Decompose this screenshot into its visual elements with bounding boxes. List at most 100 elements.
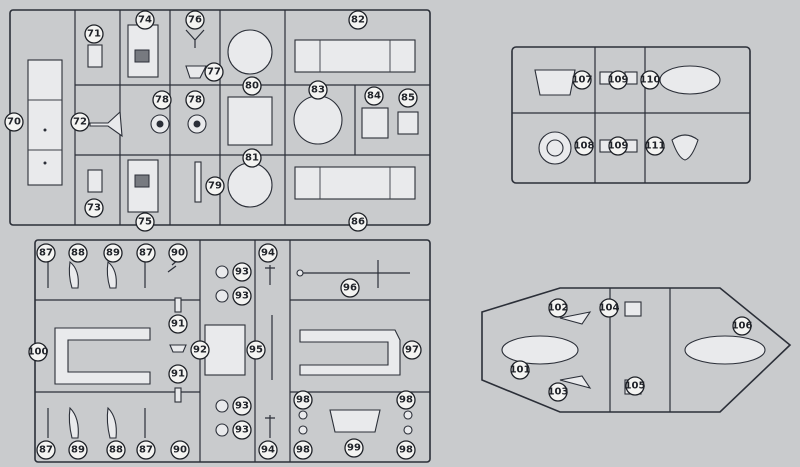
callout-circle: [135, 212, 155, 232]
callout-circle: [232, 286, 252, 306]
callout-number: 87: [39, 248, 53, 259]
callout-circle: [293, 440, 313, 460]
part-callout-p99: 99: [344, 438, 364, 458]
callout-number: 109: [608, 141, 629, 152]
callout-number: 109: [608, 75, 629, 86]
part-callout-p105: 105: [625, 376, 646, 396]
callout-circle: [106, 440, 126, 460]
callout-number: 106: [732, 321, 753, 332]
callout-circle: [36, 243, 56, 263]
callout-number: 100: [28, 347, 49, 358]
callout-circle: [344, 438, 364, 458]
part-callout-p80: 80: [242, 76, 262, 96]
callout-circle: [185, 90, 205, 110]
callout-circle: [136, 243, 156, 263]
callout-number: 96: [343, 283, 357, 294]
part-callout-p78b: 78: [185, 90, 205, 110]
callout-circle: [36, 440, 56, 460]
part-callout-p93b: 93: [232, 286, 252, 306]
callout-circle: [293, 390, 313, 410]
callout-circle: [396, 440, 416, 460]
callout-circle: [625, 376, 645, 396]
callout-circle: [103, 243, 123, 263]
callout-circle: [398, 88, 418, 108]
part-callout-p88b: 88: [106, 440, 126, 460]
callout-number: 87: [39, 445, 53, 456]
part-callout-p91b: 91: [168, 364, 188, 384]
callout-circle: [640, 70, 660, 90]
callout-number: 94: [261, 445, 275, 456]
part-callout-p72: 72: [70, 112, 90, 132]
callout-circle: [28, 342, 48, 362]
callout-circle: [168, 314, 188, 334]
callout-number: 98: [399, 395, 413, 406]
callout-number: 104: [599, 303, 620, 314]
callout-number: 73: [87, 203, 101, 214]
callout-number: 102: [548, 303, 569, 314]
callout-number: 78: [155, 95, 169, 106]
callout-number: 87: [139, 445, 153, 456]
callout-circle: [70, 112, 90, 132]
part-callout-p98a: 98: [293, 390, 313, 410]
part-callout-p98c: 98: [396, 390, 416, 410]
callout-circle: [232, 396, 252, 416]
callout-circle: [242, 76, 262, 96]
part-callout-p97: 97: [402, 340, 422, 360]
callout-circle: [348, 10, 368, 30]
part-callout-p101: 101: [510, 360, 530, 380]
callout-number: 74: [138, 15, 152, 26]
callout-number: 110: [640, 75, 661, 86]
callout-circle: [246, 340, 266, 360]
callout-circle: [645, 136, 665, 156]
callout-circle: [258, 243, 278, 263]
callout-number: 80: [245, 81, 259, 92]
part-callout-p106: 106: [732, 316, 753, 336]
callout-number: 90: [171, 248, 185, 259]
callout-number: 83: [311, 85, 325, 96]
callout-number: 72: [73, 117, 87, 128]
callout-number: 111: [645, 141, 666, 152]
part-callout-p87b: 87: [136, 243, 156, 263]
callout-circle: [608, 70, 628, 90]
callout-number: 98: [296, 445, 310, 456]
callout-circle: [185, 10, 205, 30]
callout-number: 88: [71, 248, 85, 259]
part-callout-p91a: 91: [168, 314, 188, 334]
callout-circle: [168, 243, 188, 263]
callout-circle: [574, 136, 594, 156]
part-callout-p79: 79: [205, 176, 225, 196]
callout-number: 93: [235, 267, 249, 278]
part-callout-p109a: 109: [608, 70, 629, 90]
callout-number: 91: [171, 319, 185, 330]
part-callout-p81: 81: [242, 148, 262, 168]
part-callout-p93d: 93: [232, 420, 252, 440]
callout-circle: [232, 262, 252, 282]
part-callout-p94a: 94: [258, 243, 278, 263]
callout-circle: [402, 340, 422, 360]
part-callout-p84: 84: [364, 86, 384, 106]
callout-circle: [135, 10, 155, 30]
callout-number: 77: [207, 67, 221, 78]
part-callout-p108: 108: [574, 136, 594, 156]
callout-number: 85: [401, 93, 415, 104]
part-callout-p76: 76: [185, 10, 205, 30]
callout-number: 97: [405, 345, 419, 356]
part-callout-p92: 92: [190, 340, 210, 360]
callout-circle: [348, 212, 368, 232]
callout-circle: [136, 440, 156, 460]
part-callout-p82: 82: [348, 10, 368, 30]
part-callout-p103: 103: [548, 382, 568, 402]
callout-number: 105: [625, 381, 646, 392]
callout-circle: [599, 298, 619, 318]
part-callout-p93c: 93: [232, 396, 252, 416]
callout-circle: [548, 382, 568, 402]
callout-circle: [396, 390, 416, 410]
callout-circle: [258, 440, 278, 460]
callout-number: 98: [399, 445, 413, 456]
part-callout-p90a: 90: [168, 243, 188, 263]
callout-circle: [168, 364, 188, 384]
callout-number: 87: [139, 248, 153, 259]
